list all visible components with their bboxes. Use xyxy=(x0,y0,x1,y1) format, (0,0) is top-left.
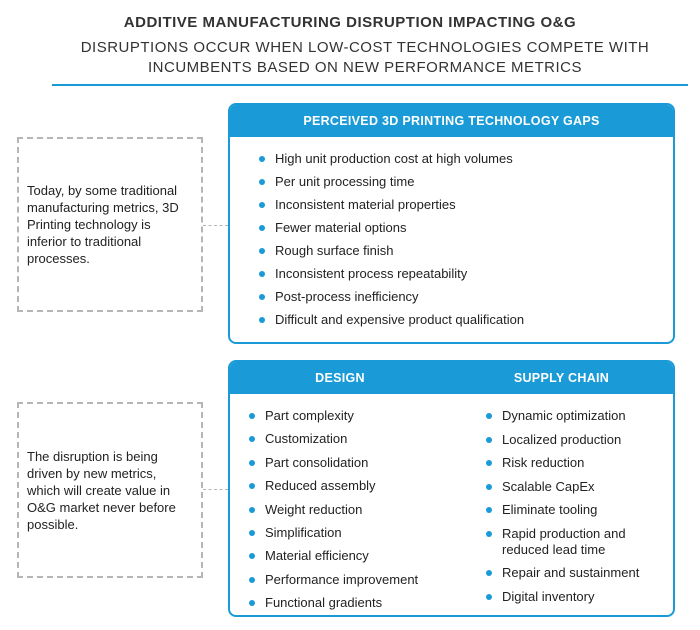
list-item: Difficult and expensive product qualific… xyxy=(257,312,524,328)
diagram-title: ADDITIVE MANUFACTURING DISRUPTION IMPACT… xyxy=(123,14,577,31)
panel-heading-row: DESIGN SUPPLY CHAIN xyxy=(230,362,673,394)
list-item: Reduced assembly xyxy=(247,478,418,494)
list-item: Dynamic optimization xyxy=(484,408,664,424)
list-item: Repair and sustainment xyxy=(484,565,664,581)
list-item: Customization xyxy=(247,431,418,447)
list-item: Weight reduction xyxy=(247,502,418,518)
connector-line xyxy=(203,489,228,490)
list-item: High unit production cost at high volume… xyxy=(257,151,524,167)
list-item: Per unit processing time xyxy=(257,174,524,190)
design-supply-panel: DESIGN SUPPLY CHAIN Part complexity Cust… xyxy=(228,360,675,617)
list-item: Digital inventory xyxy=(484,589,664,605)
connector-line xyxy=(203,225,228,226)
technology-gaps-panel: PERCEIVED 3D PRINTING TECHNOLOGY GAPS Hi… xyxy=(228,103,675,344)
list-item: Rough surface finish xyxy=(257,243,524,259)
list-item: Rapid production and reduced lead time xyxy=(484,526,664,558)
list-item: Eliminate tooling xyxy=(484,502,664,518)
list-item: Part consolidation xyxy=(247,455,418,471)
list-item: Performance improvement xyxy=(247,572,418,588)
list-item: Material efficiency xyxy=(247,548,418,564)
gaps-list: High unit production cost at high volume… xyxy=(257,151,524,335)
panel-heading: PERCEIVED 3D PRINTING TECHNOLOGY GAPS xyxy=(230,105,673,137)
list-item: Localized production xyxy=(484,432,664,448)
supply-chain-list: Dynamic optimization Localized productio… xyxy=(484,408,664,612)
list-item: Inconsistent process repeatability xyxy=(257,266,524,282)
note-traditional-metrics: Today, by some traditional manufacturing… xyxy=(17,137,203,312)
list-item: Simplification xyxy=(247,525,418,541)
note-text: Today, by some traditional manufacturing… xyxy=(27,183,179,266)
design-heading: DESIGN xyxy=(315,371,365,385)
diagram-subtitle: DISRUPTIONS OCCUR WHEN LOW-COST TECHNOLO… xyxy=(80,39,650,76)
design-list: Part complexity Customization Part conso… xyxy=(247,408,418,615)
note-new-metrics: The disruption is being driven by new me… xyxy=(17,402,203,578)
list-item: Scalable CapEx xyxy=(484,479,664,495)
list-item: Part complexity xyxy=(247,408,418,424)
list-item: Post-process inefficiency xyxy=(257,289,524,305)
note-text: The disruption is being driven by new me… xyxy=(27,448,176,532)
list-item: Functional gradients xyxy=(247,595,418,611)
list-item: Inconsistent material properties xyxy=(257,197,524,213)
list-item: Risk reduction xyxy=(484,455,664,471)
title-divider xyxy=(52,84,688,86)
list-item: Fewer material options xyxy=(257,220,524,236)
supply-chain-heading: SUPPLY CHAIN xyxy=(513,371,610,385)
